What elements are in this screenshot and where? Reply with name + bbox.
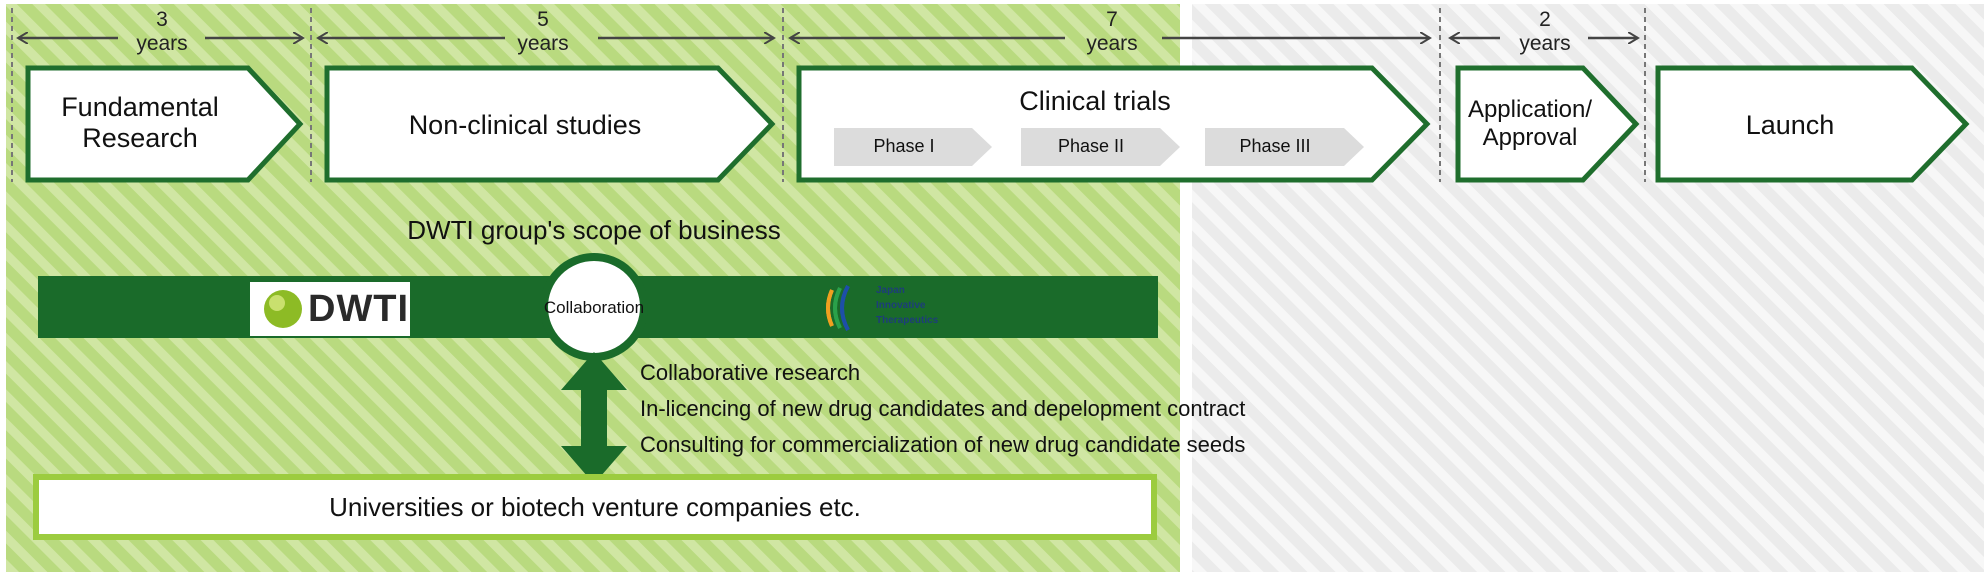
duration-value: 2 bbox=[1539, 8, 1551, 31]
partners-box bbox=[33, 474, 1157, 540]
duration-fundamental: 3 years bbox=[122, 8, 202, 56]
duration-clinical: 7 years bbox=[1072, 8, 1152, 56]
duration-value: 5 bbox=[537, 8, 549, 31]
duration-unit: years bbox=[517, 32, 569, 56]
double-vertical-arrow-icon bbox=[561, 352, 627, 484]
jit-logo-line: Japan bbox=[876, 285, 905, 296]
phase-1-chevron bbox=[834, 128, 992, 166]
stage-nonclinical-chevron bbox=[324, 65, 776, 183]
jit-logo-line: Therapeutics bbox=[876, 315, 939, 326]
stage-nonclinical-label: Non-clinical studies bbox=[408, 110, 642, 140]
stage-fundamental-chevron bbox=[25, 65, 304, 183]
duration-unit: years bbox=[1519, 32, 1571, 56]
collaboration-item: Consulting for commercialization of new … bbox=[640, 432, 1246, 457]
duration-unit: years bbox=[1086, 32, 1138, 56]
stage-clinical-label: Clinical trials bbox=[1019, 86, 1171, 116]
stage-launch-label: Launch bbox=[1745, 110, 1835, 140]
scope-title: DWTI group's scope of business bbox=[407, 215, 781, 245]
duration-approval: 2 years bbox=[1505, 8, 1585, 56]
stage-separators bbox=[11, 8, 1646, 182]
stage-approval-label: Application/ Approval bbox=[1467, 96, 1593, 151]
partners-label: Universities or biotech venture companie… bbox=[329, 492, 861, 522]
dwti-logo-text: DWTI bbox=[308, 288, 410, 330]
stage-launch-chevron bbox=[1655, 65, 1970, 183]
phase-2-label: Phase II bbox=[1057, 136, 1125, 156]
stage-fundamental-label: Fundamental Research bbox=[61, 92, 219, 154]
duration-nonclinical: 5 years bbox=[503, 8, 583, 56]
duration-unit: years bbox=[136, 32, 188, 56]
duration-value: 7 bbox=[1106, 8, 1118, 31]
jit-logo-text: Japan Innovative Therapeutics bbox=[876, 283, 960, 328]
collaboration-label: Collaboration bbox=[543, 298, 645, 317]
phase-3-label: Phase III bbox=[1239, 136, 1311, 156]
phase-3-chevron bbox=[1205, 128, 1364, 166]
jit-logo-line: Innovative bbox=[876, 300, 926, 311]
phase-2-chevron bbox=[1021, 128, 1180, 166]
phase-1-label: Phase I bbox=[873, 136, 935, 156]
stage-approval-chevron bbox=[1455, 65, 1640, 183]
collaboration-item: In-licencing of new drug candidates and … bbox=[640, 396, 1246, 421]
collaboration-item: Collaborative research bbox=[640, 360, 861, 385]
duration-value: 3 bbox=[156, 8, 168, 31]
